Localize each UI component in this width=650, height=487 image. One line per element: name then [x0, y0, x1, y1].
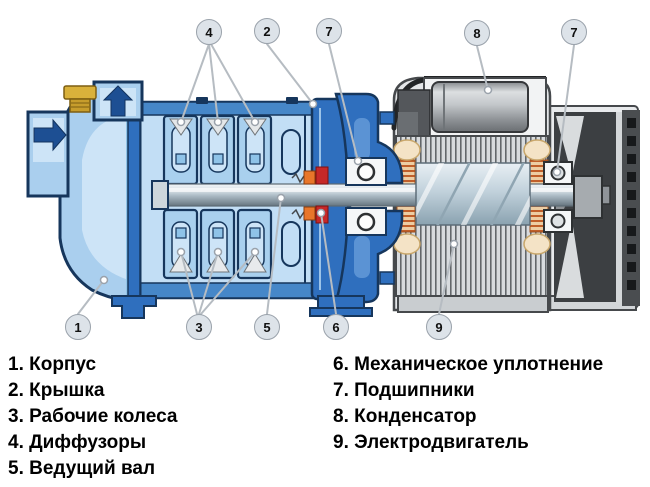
callout-8-capacitor: 8	[464, 20, 490, 46]
callout-6-seal: 6	[323, 314, 349, 340]
impeller-stage	[236, 114, 273, 186]
callout-2-cover: 2	[254, 18, 280, 44]
legend-column-left: 1. Корпус 2. Крышка 3. Рабочие колеса 4.…	[8, 352, 177, 482]
legend-item: 7. Подшипники	[333, 380, 475, 401]
legend-item: 4. Диффузоры	[8, 432, 147, 453]
impeller-stage	[162, 114, 199, 186]
impeller-stage	[199, 208, 236, 280]
legend-item: 9. Электродвигатель	[333, 432, 529, 453]
capacitor	[423, 77, 547, 137]
impeller-stage	[199, 114, 236, 186]
callout-5-shaft: 5	[254, 314, 280, 340]
motor-base	[397, 295, 549, 313]
callout-1-housing: 1	[65, 314, 91, 340]
fan-cover-slots	[616, 110, 640, 306]
inlet-arrow-icon	[33, 118, 67, 152]
terminal-box	[397, 89, 431, 139]
rotor	[415, 162, 531, 226]
pump-foot	[111, 295, 157, 319]
callout-3-impellers: 3	[186, 314, 212, 340]
callout-7-bearing-pump: 7	[316, 18, 342, 44]
impeller-stage	[236, 208, 273, 280]
legend-item: 1. Корпус	[8, 354, 97, 375]
legend-item: 5. Ведущий вал	[8, 458, 156, 479]
legend-item: 2. Крышка	[8, 380, 105, 401]
callout-9-motor: 9	[426, 314, 452, 340]
callout-dots	[99, 85, 562, 285]
callout-4-diffusers: 4	[196, 19, 222, 45]
legend-item: 3. Рабочие колеса	[8, 406, 178, 427]
leader-lines	[77, 43, 575, 315]
brass-plug	[63, 85, 97, 113]
callout-7-bearing-motor: 7	[561, 19, 587, 45]
inlet-port	[26, 110, 70, 198]
legend-column-right: 6. Механическое уплотнение 7. Подшипники…	[333, 352, 603, 456]
fan-hub	[573, 175, 603, 219]
outlet-arrow-icon	[102, 85, 134, 117]
legend-item: 6. Механическое уплотнение	[333, 354, 604, 375]
pump-cutaway-diagram	[26, 43, 640, 319]
impeller-stage	[162, 208, 199, 280]
bracket-foot	[309, 295, 373, 317]
mechanical-seal	[291, 166, 329, 224]
bearing-pump-side	[345, 157, 387, 236]
pump-housing	[58, 92, 142, 302]
legend-item: 8. Конденсатор	[333, 406, 477, 427]
